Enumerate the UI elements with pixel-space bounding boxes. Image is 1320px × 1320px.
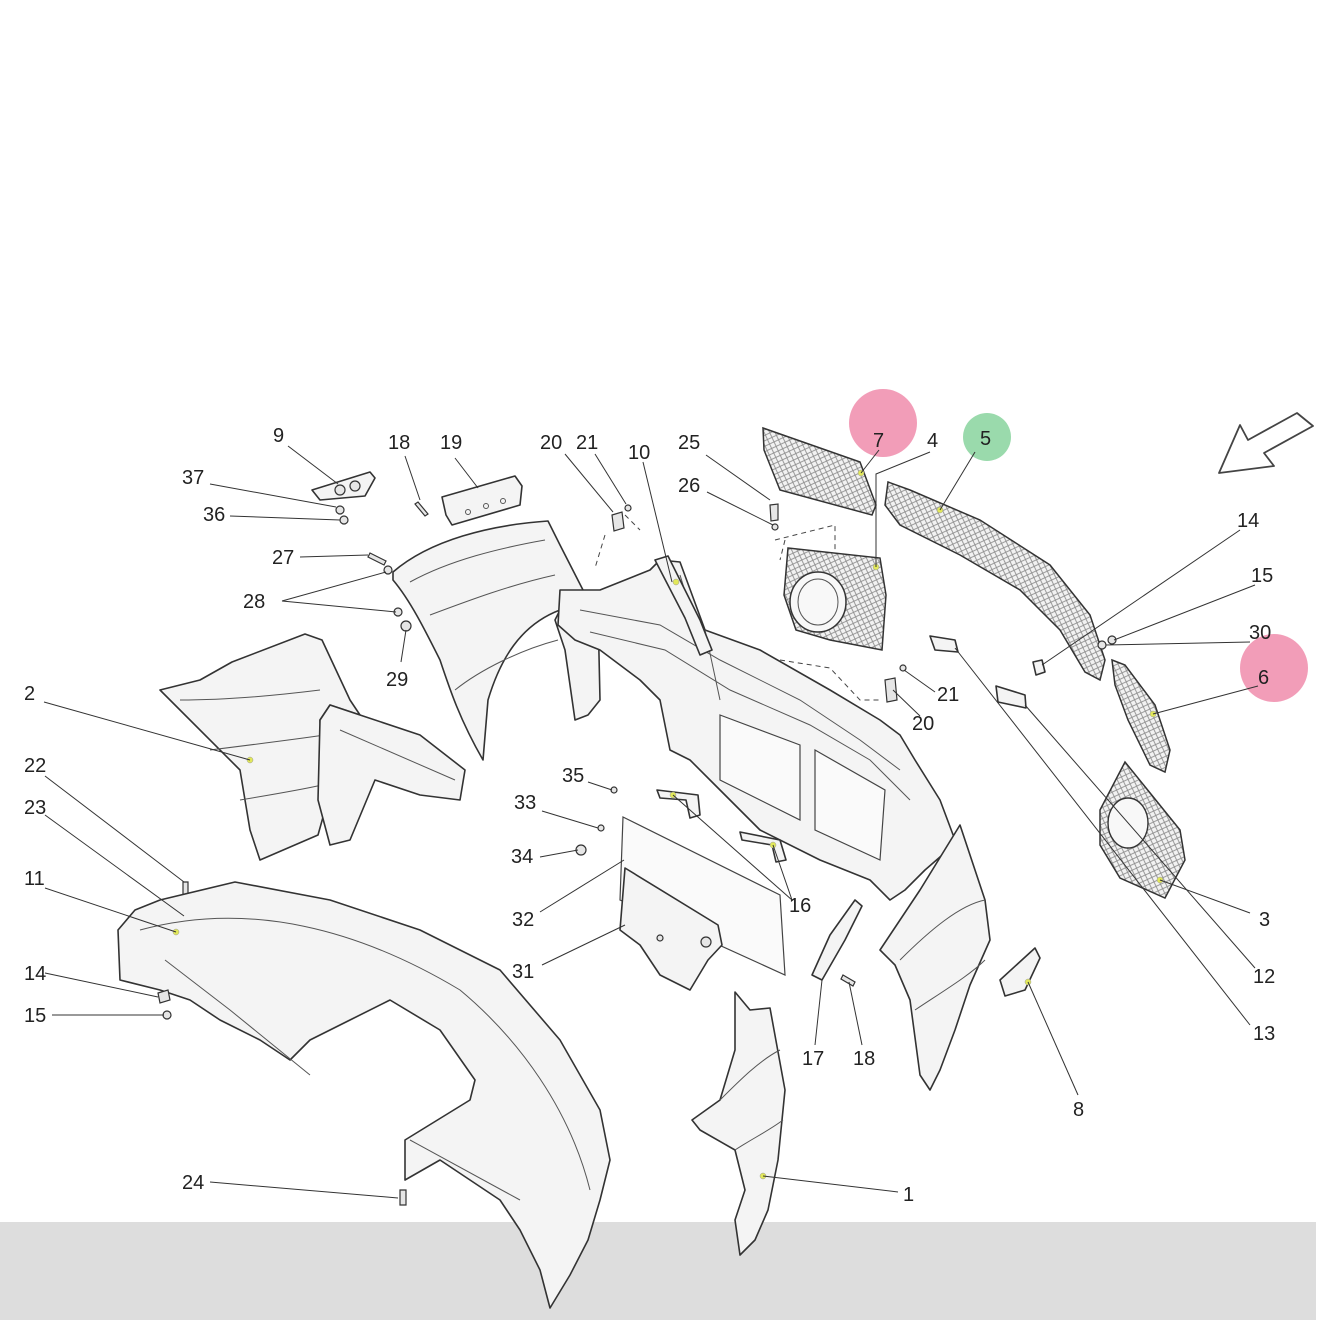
clip-14b[interactable] xyxy=(1032,659,1046,676)
part-clip-8[interactable] xyxy=(999,947,1041,997)
callout-9[interactable]: 9 xyxy=(273,425,284,447)
callout-25[interactable]: 25 xyxy=(678,432,700,454)
part-license-plate-32[interactable] xyxy=(619,816,786,976)
callout-32[interactable]: 32 xyxy=(512,909,534,931)
arrow-down-left-icon xyxy=(1218,412,1314,474)
screw-18b[interactable] xyxy=(840,974,856,987)
callout-14[interactable]: 14 xyxy=(24,963,46,985)
callout-4[interactable]: 4 xyxy=(927,430,938,452)
fastener-36[interactable] xyxy=(339,515,349,525)
screw-25[interactable] xyxy=(769,503,779,522)
screw-24[interactable] xyxy=(399,1189,407,1206)
callout-1[interactable]: 1 xyxy=(903,1184,914,1206)
callout-21[interactable]: 21 xyxy=(576,432,598,454)
bracket-13[interactable] xyxy=(929,635,959,653)
callout-7[interactable]: 7 xyxy=(873,430,884,452)
callout-33[interactable]: 33 xyxy=(514,792,536,814)
highlight-circle-7 xyxy=(849,389,917,457)
part-grille-5[interactable] xyxy=(884,480,1106,682)
callout-36[interactable]: 36 xyxy=(203,504,225,526)
screw-21a[interactable] xyxy=(624,504,632,512)
screw-26[interactable] xyxy=(771,523,779,531)
nut-28a[interactable] xyxy=(383,565,393,575)
callout-30[interactable]: 30 xyxy=(1249,622,1271,644)
clip-20a[interactable] xyxy=(611,511,625,532)
callout-13[interactable]: 13 xyxy=(1253,1023,1275,1045)
callout-19[interactable]: 19 xyxy=(440,432,462,454)
callout-8[interactable]: 8 xyxy=(1073,1099,1084,1121)
callout-34[interactable]: 34 xyxy=(511,846,533,868)
screw-15a[interactable] xyxy=(162,1010,172,1020)
part-plate-bracket-31[interactable] xyxy=(619,867,723,991)
callout-24[interactable]: 24 xyxy=(182,1172,204,1194)
clip-20b[interactable] xyxy=(884,677,898,703)
callout-14[interactable]: 14 xyxy=(1237,510,1259,532)
callout-35[interactable]: 35 xyxy=(562,765,584,787)
footer-band xyxy=(0,1222,1316,1320)
callout-10[interactable]: 10 xyxy=(628,442,650,464)
screw-15b[interactable] xyxy=(1107,635,1117,645)
nut-29[interactable] xyxy=(400,620,412,632)
bracket-16b[interactable] xyxy=(739,831,787,863)
callout-20[interactable]: 20 xyxy=(540,432,562,454)
callout-20[interactable]: 20 xyxy=(912,713,934,735)
clip-14a[interactable] xyxy=(157,989,171,1004)
part-main-carrier[interactable] xyxy=(557,559,956,901)
callout-29[interactable]: 29 xyxy=(386,669,408,691)
part-side-bracket-2b[interactable] xyxy=(317,704,466,846)
part-bracket-10[interactable] xyxy=(654,555,713,656)
part-lower-spoiler-11[interactable] xyxy=(117,881,611,1309)
bracket-12[interactable] xyxy=(995,685,1027,709)
callout-27[interactable]: 27 xyxy=(272,547,294,569)
callout-15[interactable]: 15 xyxy=(1251,565,1273,587)
callout-18[interactable]: 18 xyxy=(853,1048,875,1070)
callout-2[interactable]: 2 xyxy=(24,683,35,705)
part-right-corner[interactable] xyxy=(879,824,991,1091)
highlight-circle-5 xyxy=(963,413,1011,461)
screw-18a[interactable] xyxy=(414,501,429,517)
callout-37[interactable]: 37 xyxy=(182,467,204,489)
callout-12[interactable]: 12 xyxy=(1253,966,1275,988)
part-strip-17[interactable] xyxy=(811,899,863,981)
callout-28[interactable]: 28 xyxy=(243,591,265,613)
leader-lines xyxy=(43,445,1259,1199)
screw-27[interactable] xyxy=(367,552,387,566)
callout-15[interactable]: 15 xyxy=(24,1005,46,1027)
callout-31[interactable]: 31 xyxy=(512,961,534,983)
screw-33[interactable] xyxy=(597,824,605,832)
part-lower-corner-1[interactable] xyxy=(691,991,786,1256)
callout-22[interactable]: 22 xyxy=(24,755,46,777)
part-grille-6[interactable] xyxy=(1111,658,1171,774)
callout-5[interactable]: 5 xyxy=(980,428,991,450)
callout-18[interactable]: 18 xyxy=(388,432,410,454)
callout-16[interactable]: 16 xyxy=(789,895,811,917)
part-grille-7[interactable] xyxy=(762,426,877,516)
part-foglamp-housing-4[interactable] xyxy=(783,547,887,651)
part-foglamp-housing-3[interactable] xyxy=(1099,760,1186,899)
callout-11[interactable]: 11 xyxy=(24,868,45,890)
nut-30[interactable] xyxy=(1097,640,1107,650)
callout-17[interactable]: 17 xyxy=(802,1048,824,1070)
part-upper-cover[interactable] xyxy=(392,520,601,761)
callout-23[interactable]: 23 xyxy=(24,797,46,819)
highlight-circle-6 xyxy=(1240,634,1308,702)
callout-3[interactable]: 3 xyxy=(1259,909,1270,931)
part-bracket-9[interactable] xyxy=(311,471,376,501)
bracket-16a[interactable] xyxy=(656,789,701,819)
fastener-37[interactable] xyxy=(335,505,345,515)
callout-labels: 9 18 19 20 21 10 25 7 4 5 37 36 26 14 27… xyxy=(24,425,1275,1206)
callout-6[interactable]: 6 xyxy=(1258,667,1269,689)
callout-26[interactable]: 26 xyxy=(678,475,700,497)
screw-21b[interactable] xyxy=(899,664,907,672)
callout-21[interactable]: 21 xyxy=(937,684,959,706)
part-trim-19[interactable] xyxy=(441,475,523,526)
